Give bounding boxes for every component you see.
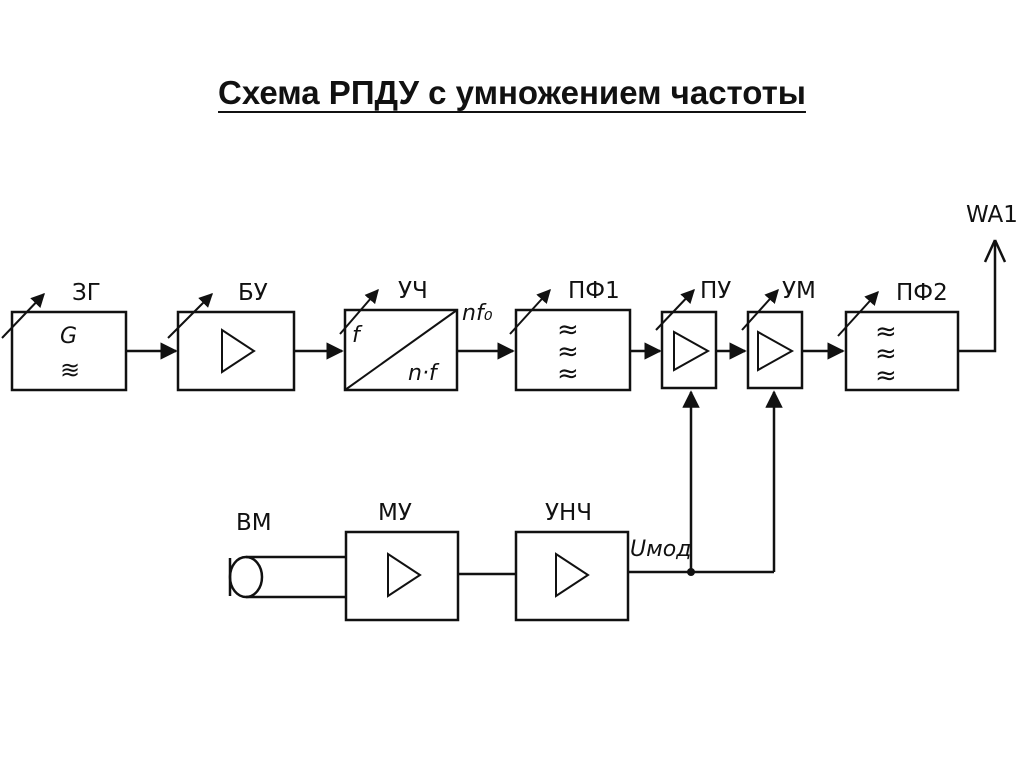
lf-amplifier-label: УНЧ: [545, 500, 592, 526]
mic-amplifier-block: МУ: [344, 500, 460, 622]
buffer-amplifier-block: БУ: [167, 280, 296, 392]
multiplier-input-label: f: [352, 323, 363, 348]
amplifier-triangle-icon: [387, 552, 422, 598]
frequency-multiplier-block: УЧ f n·f: [339, 278, 459, 392]
pre-amplifier-block: ПУ: [655, 278, 731, 390]
filter-wave-icon: ≈: [557, 359, 579, 389]
antenna-label: WA1: [966, 202, 1018, 228]
antenna-icon: [983, 239, 997, 263]
u-mod-label: Uмод: [630, 537, 691, 562]
microphone: ВМ: [228, 510, 346, 599]
bandpass-filter-2-label: ПФ2: [896, 280, 948, 306]
amplifier-triangle-icon: [757, 330, 795, 372]
power-amplifier-label: УМ: [782, 278, 816, 304]
tuning-arrow-icon: [167, 293, 213, 339]
frequency-multiplier-label: УЧ: [398, 278, 428, 304]
multiplier-output-label: n·f: [408, 361, 440, 386]
tuning-arrow-icon: [837, 290, 879, 337]
master-oscillator-block: ЗГ G ≋: [1, 280, 128, 392]
amplifier-triangle-icon: [555, 552, 590, 598]
multiplier-diagonal: [344, 309, 458, 391]
buffer-amplifier-label: БУ: [238, 280, 268, 306]
microphone-icon: [228, 555, 264, 599]
tuning-arrow-icon: [339, 288, 379, 335]
pre-amplifier-label: ПУ: [700, 278, 731, 304]
tuning-arrow-icon: [741, 288, 779, 331]
antenna-icon: [993, 239, 1007, 263]
tuning-arrow-icon: [655, 288, 695, 331]
filter-wave-icon: ≈: [875, 361, 897, 391]
tuning-arrow-icon: [509, 288, 551, 335]
filter-wave-icon: ≈: [875, 339, 897, 369]
amplifier-triangle-icon: [673, 330, 711, 372]
bandpass-filter-1-block: ПФ1 ≈ ≈ ≈: [509, 278, 632, 392]
tuning-arrow-icon: [1, 292, 45, 339]
wave-icon: ≋: [60, 356, 80, 384]
generator-symbol: G: [60, 324, 77, 349]
wire-pf2-antenna: [958, 240, 997, 353]
page-title: Схема РПДУ с умножением частоты: [218, 74, 806, 111]
mic-amplifier-label: МУ: [378, 500, 412, 526]
microphone-label: ВМ: [236, 510, 272, 536]
bandpass-filter-2-block: ПФ2 ≈ ≈ ≈: [837, 280, 960, 392]
filter-wave-icon: ≈: [557, 315, 579, 345]
filter-wave-icon: ≈: [875, 317, 897, 347]
filter-wave-icon: ≈: [557, 337, 579, 367]
amplifier-triangle-icon: [221, 328, 256, 374]
bandpass-filter-1-label: ПФ1: [568, 278, 620, 304]
power-amplifier-block: УМ: [741, 278, 816, 390]
antenna: WA1: [958, 202, 1018, 353]
nf0-signal-label: nf₀: [462, 301, 493, 326]
modulation-feed: Uмод: [628, 390, 783, 576]
master-oscillator-label: ЗГ: [72, 280, 101, 306]
lf-amplifier-block: УНЧ: [514, 500, 630, 622]
